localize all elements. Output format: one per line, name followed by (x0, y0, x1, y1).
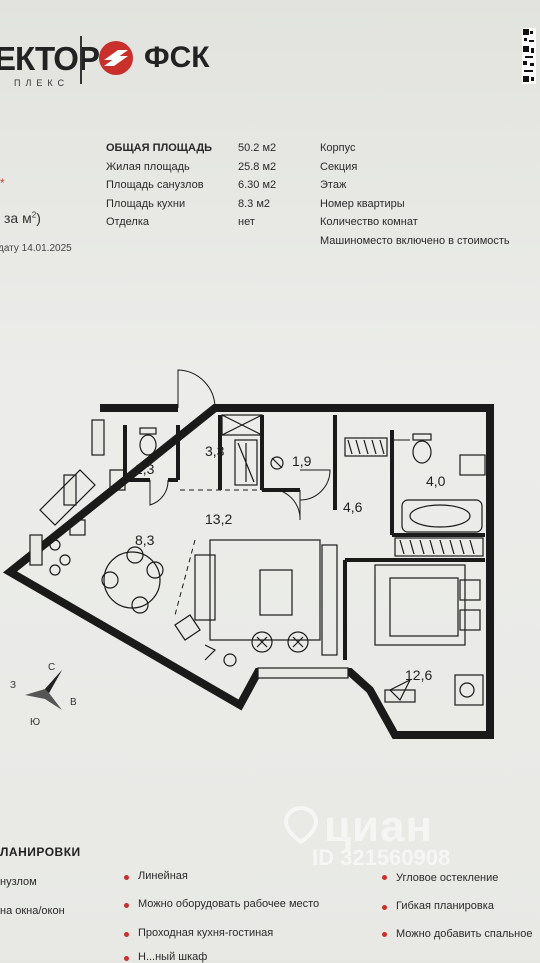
price-date: дату 14.01.2025 (0, 243, 72, 254)
feature-bullet (382, 932, 387, 937)
room-area-bedroom: 12,6 (405, 667, 432, 683)
logo-divider (80, 36, 82, 84)
price-unit-sup: 2 (31, 210, 37, 220)
room-area-kitchen: 8,3 (135, 532, 155, 548)
room-area-living: 13,2 (205, 511, 232, 527)
room-area-bath2: 4,0 (426, 473, 446, 489)
feature-item: Проходная кухня-гостиная (138, 927, 274, 939)
feature-item: Линейная (138, 870, 188, 882)
spec-row: ОБЩАЯ ПЛОЩАДЬ 50.2 м2 Корпус (106, 142, 510, 161)
spec-right-label: Номер квартиры (320, 197, 405, 210)
feature-item: Можно добавить спальное (396, 928, 533, 940)
spec-row: Площадь санузлов 6.30 м2 Этаж (106, 179, 510, 198)
compass-west: З (10, 680, 17, 691)
fsk-logo-text: ФСК (144, 41, 210, 74)
spec-right-label: Этаж (320, 179, 347, 191)
feature-item: нузлом (0, 876, 37, 888)
room-labels: 2,3 3,3 1,9 4,0 4,6 8,3 13,2 12,6 (135, 443, 446, 683)
qr-code-icon (522, 28, 536, 84)
room-area-bath1: 2,3 (135, 461, 155, 477)
spec-value: 8.3 м2 (238, 197, 271, 210)
feature-bullet (124, 903, 129, 908)
spec-value: 25.8 м2 (238, 160, 277, 173)
features-title: ЛАНИРОВКИ (0, 845, 81, 859)
spec-label: Площадь санузлов (106, 179, 204, 191)
spec-label: ОБЩАЯ ПЛОЩАДЬ (106, 142, 213, 154)
spec-value: 50.2 м2 (238, 142, 277, 154)
fsk-logo-icon (99, 41, 133, 75)
room-area-hall1: 3,3 (205, 443, 225, 459)
feature-item: Можно оборудовать рабочее место (138, 898, 320, 910)
feature-item: Н...ный шкаф (138, 951, 208, 963)
price-unit: за м2) (4, 210, 41, 226)
compass-north: С (48, 662, 56, 673)
specs-table: ОБЩАЯ ПЛОЩАДЬ 50.2 м2 Корпус Жилая площа… (106, 142, 510, 253)
spec-right-label: Количество комнат (320, 216, 418, 228)
spec-row: Машиноместо включено в стоимость (106, 235, 510, 254)
spec-row: Жилая площадь 25.8 м2 Секция (106, 161, 510, 180)
spec-right-label: Секция (320, 160, 358, 173)
spec-right-label: Корпус (320, 142, 356, 154)
feature-bullet (382, 875, 387, 880)
compass-east: В (70, 697, 77, 708)
feature-item: Угловое остекление (396, 872, 499, 884)
room-area-closet: 1,9 (292, 453, 312, 469)
feature-bullet (382, 905, 387, 910)
watermark-brand: циан (324, 802, 434, 851)
floor-plan: 2,3 3,3 1,9 4,0 4,6 8,3 13,2 12,6 (2, 369, 494, 739)
spec-row: Площадь кухни 8.3 м2 Номер квартиры (106, 198, 510, 217)
spec-row: Отделка нет Количество комнат (106, 216, 510, 235)
price-footnote-star: * (0, 176, 5, 190)
feature-bullet (124, 932, 129, 937)
feature-bullet (124, 956, 129, 961)
spec-value: 6.30 м2 (238, 179, 277, 191)
room-area-corridor: 4,6 (343, 499, 363, 515)
spec-label: Площадь кухни (106, 197, 186, 210)
project-logo-text: ЕКТОР (0, 40, 100, 77)
compass-icon (25, 670, 62, 710)
cian-logo-icon (283, 806, 319, 844)
spec-label: Отделка (106, 216, 149, 228)
spec-label: Жилая площадь (106, 160, 190, 173)
feature-item: на окна/окон (0, 905, 65, 917)
watermark-id: ID 321560908 (312, 845, 451, 870)
compass-south: Ю (30, 717, 41, 728)
price-unit-text: за м (4, 210, 32, 226)
project-logo-subtext: ПЛЕКС (14, 78, 70, 88)
spec-value: нет (238, 216, 255, 228)
feature-item: Гибкая планировка (396, 900, 494, 912)
feature-bullet (124, 875, 129, 880)
spec-right-label: Машиноместо включено в стоимость (320, 234, 510, 247)
